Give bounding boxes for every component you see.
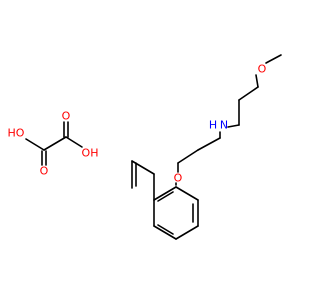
ring-bond-4 (153, 225, 177, 240)
allyl-group (131, 160, 155, 201)
ring-inner-bond-c (157, 191, 174, 202)
molecule-drawing: O N H O O O HO OH (8, 54, 282, 240)
ring-bond-1 (175, 186, 199, 201)
oxalic-acid (25, 121, 83, 166)
atom-labels: O N H O O O HO OH (8, 63, 267, 185)
bond-oxalic-c2-oh (65, 136, 83, 148)
oxalic-top-oxygen-label: O (62, 110, 71, 123)
bond-c4-c5 (197, 137, 221, 151)
bond-c5-c6 (177, 149, 199, 164)
bond-c3-n (227, 124, 240, 128)
bond-oxalic-cc (43, 136, 67, 151)
bond-o-c1 (255, 74, 259, 88)
oxalic-left-hydroxyl-label: HO (8, 127, 25, 140)
structure-canvas: O N H O O O HO OH (8, 54, 282, 240)
ring-inner-bond-b (157, 224, 174, 235)
ring-bond-3 (175, 225, 199, 240)
bond-oxalic-c1-oh (25, 138, 45, 151)
ring-bond-6 (153, 186, 177, 201)
bond-c1-c2 (238, 86, 259, 101)
amine-nitrogen-label: N (220, 119, 228, 132)
methoxy-oxygen-label: O (258, 63, 267, 76)
oxalic-bottom-oxygen-label: O (40, 165, 49, 178)
bond-methyl-o (265, 54, 282, 64)
benzene-ring (153, 186, 199, 240)
main-chain (175, 54, 282, 186)
ether-oxygen-label: O (174, 172, 183, 185)
amine-hydrogen-label: H (209, 119, 217, 132)
oxalic-right-hydroxyl-label: OH (82, 147, 99, 160)
